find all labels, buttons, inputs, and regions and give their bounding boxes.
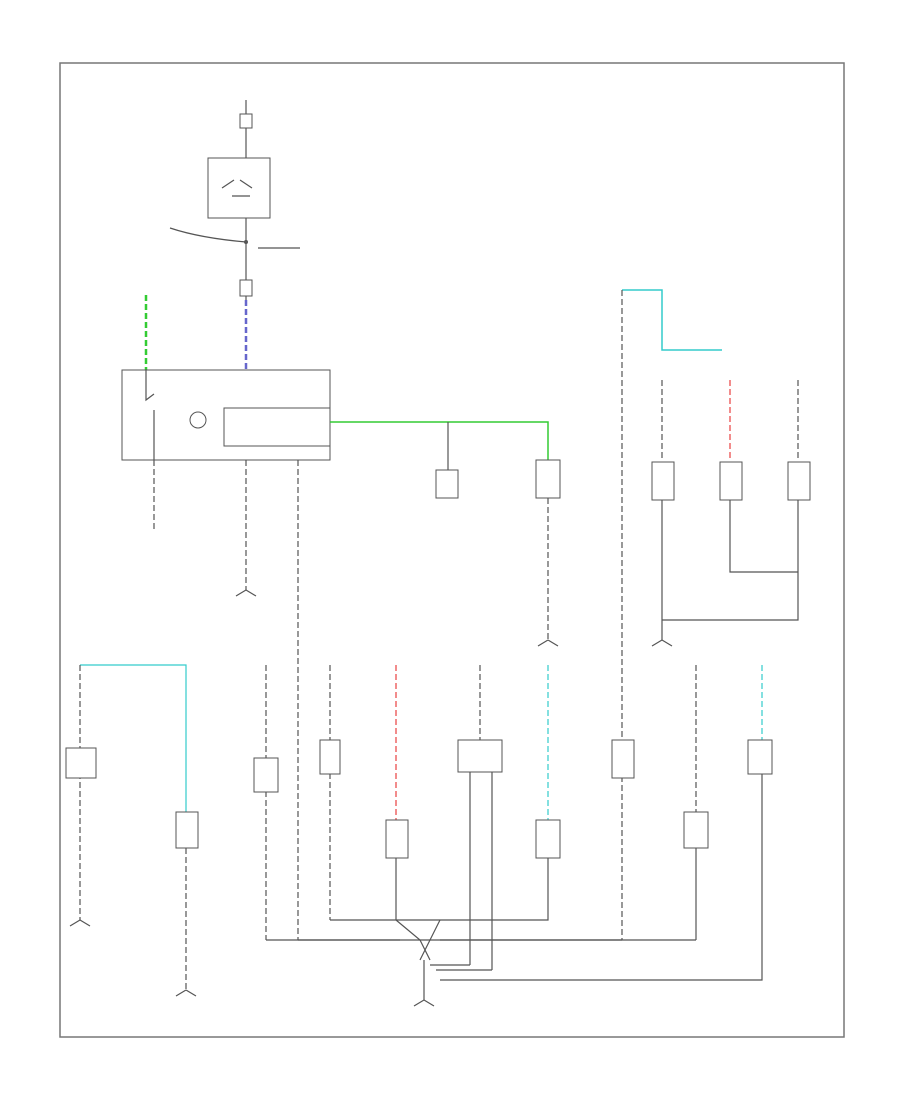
control-module-inner xyxy=(223,407,331,447)
wire-cyan-bottom-left xyxy=(80,664,187,812)
switch-bot-3 xyxy=(385,819,409,859)
center-switches xyxy=(435,459,561,647)
switch-center-b xyxy=(535,459,561,499)
switch-bot-1 xyxy=(253,757,279,793)
diagram-frame xyxy=(59,62,845,1038)
fuse-top xyxy=(239,113,253,129)
switch-bot-4 xyxy=(457,739,503,773)
control-module xyxy=(121,369,549,470)
bottom-switch-row xyxy=(253,665,773,981)
junction-top xyxy=(244,240,248,244)
switch-bot-7 xyxy=(683,811,709,849)
top-power-feed xyxy=(144,100,300,370)
bottom-left xyxy=(65,664,199,997)
switch-center-a xyxy=(435,469,459,499)
right-section xyxy=(621,289,811,940)
relay-top xyxy=(207,157,271,219)
switch-bot-5 xyxy=(535,819,561,859)
ground-bus xyxy=(266,919,696,1007)
switch-right-a xyxy=(651,461,675,501)
switch-bot-2 xyxy=(319,739,341,775)
switch-left-b xyxy=(175,811,199,849)
control-module-coil xyxy=(189,411,207,429)
switch-bot-8 xyxy=(747,739,773,775)
module-outputs xyxy=(153,460,299,940)
wire-green-module xyxy=(330,421,549,460)
wire-cyan-right xyxy=(622,289,722,351)
switch-right-d xyxy=(787,461,811,501)
switch-left-a xyxy=(65,747,97,779)
switch-right-b xyxy=(719,461,743,501)
fuse-mid xyxy=(239,279,253,297)
switch-bot-6 xyxy=(611,739,635,779)
